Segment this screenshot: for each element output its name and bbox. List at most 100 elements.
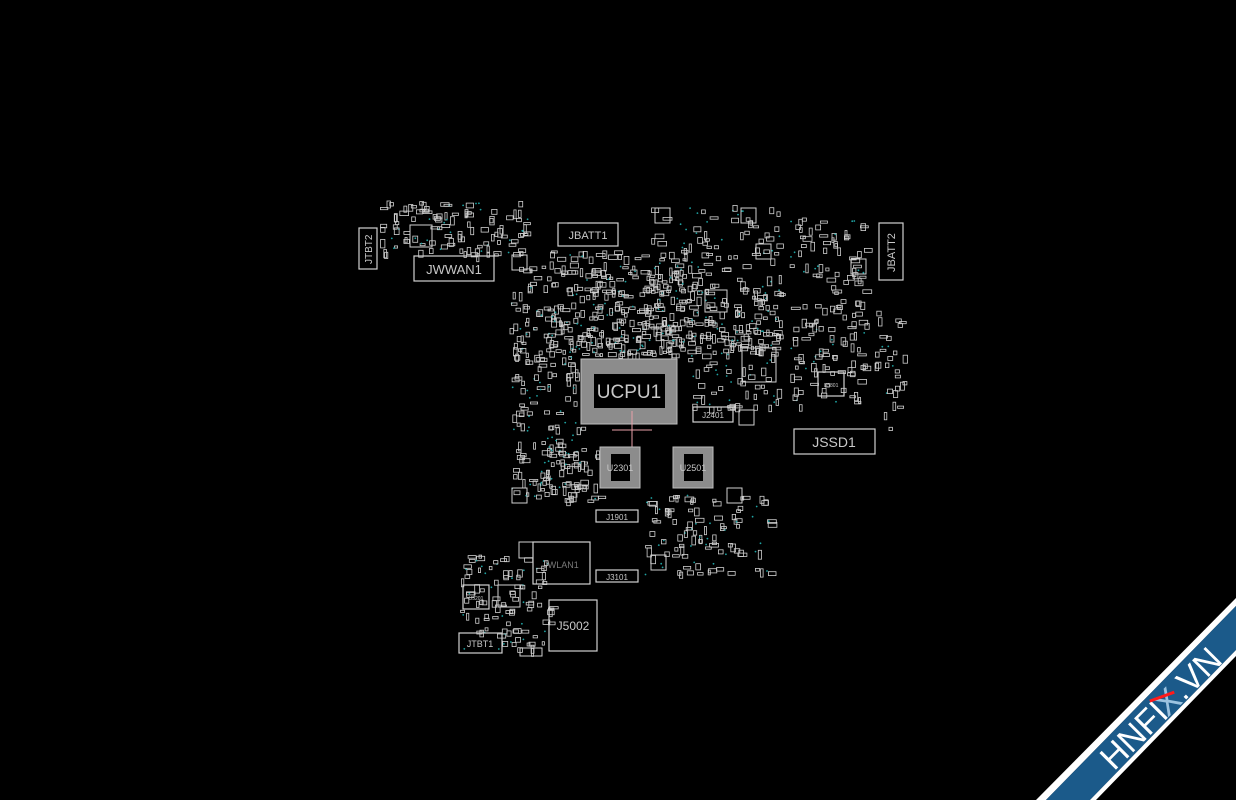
- smd-pad[interactable]: [526, 607, 533, 612]
- smd-pad[interactable]: [464, 210, 468, 219]
- smd-pad[interactable]: [513, 347, 518, 357]
- smd-pad[interactable]: [859, 275, 867, 279]
- smd-pad[interactable]: [763, 499, 769, 506]
- smd-pad[interactable]: [522, 479, 526, 489]
- smd-pad[interactable]: [849, 256, 857, 261]
- smd-pad[interactable]: [602, 250, 608, 259]
- smd-pad[interactable]: [537, 309, 544, 318]
- smd-pad[interactable]: [587, 469, 593, 476]
- smd-pad[interactable]: [569, 262, 579, 269]
- smd-pad[interactable]: [590, 288, 598, 294]
- smd-pad[interactable]: [465, 591, 476, 596]
- smd-pad[interactable]: [655, 331, 662, 342]
- smd-pad[interactable]: [465, 202, 474, 209]
- smd-pad[interactable]: [567, 327, 573, 333]
- smd-pad[interactable]: [670, 296, 675, 305]
- smd-pad[interactable]: [467, 221, 471, 228]
- smd-pad[interactable]: [728, 255, 732, 260]
- smd-pad[interactable]: [765, 377, 772, 382]
- smd-pad[interactable]: [568, 454, 577, 458]
- smd-pad[interactable]: [858, 319, 869, 326]
- smd-pad[interactable]: [587, 327, 595, 331]
- smd-pad[interactable]: [789, 264, 795, 269]
- smd-pad[interactable]: [879, 334, 888, 339]
- smd-pad[interactable]: [764, 232, 770, 239]
- smd-pad[interactable]: [519, 266, 524, 272]
- smd-pad[interactable]: [864, 247, 873, 253]
- smd-pad[interactable]: [659, 258, 665, 262]
- smd-pad[interactable]: [758, 306, 765, 311]
- smd-pad[interactable]: [590, 336, 596, 346]
- smd-pad[interactable]: [705, 272, 713, 276]
- smd-pad[interactable]: [857, 353, 867, 357]
- smd-pad[interactable]: [805, 263, 809, 274]
- smd-pad[interactable]: [552, 373, 558, 378]
- smd-pad[interactable]: [651, 237, 656, 245]
- smd-pad[interactable]: [814, 319, 819, 324]
- smd-pad[interactable]: [540, 357, 548, 363]
- smd-pad[interactable]: [888, 426, 893, 431]
- smd-pad[interactable]: [494, 253, 499, 257]
- smd-pad[interactable]: [776, 211, 781, 217]
- smd-pad[interactable]: [544, 560, 549, 566]
- smd-pad[interactable]: [520, 584, 526, 590]
- component-outline[interactable]: [518, 541, 534, 559]
- smd-pad[interactable]: [464, 597, 470, 604]
- smd-pad[interactable]: [502, 641, 509, 647]
- smd-pad[interactable]: [684, 253, 688, 262]
- smd-pad[interactable]: [403, 238, 410, 244]
- smd-pad[interactable]: [580, 309, 585, 318]
- smd-pad[interactable]: [500, 602, 507, 607]
- smd-pad[interactable]: [609, 307, 613, 316]
- smd-pad[interactable]: [419, 201, 425, 206]
- smd-pad[interactable]: [632, 265, 636, 271]
- smd-pad[interactable]: [563, 321, 571, 325]
- smd-pad[interactable]: [538, 585, 543, 589]
- component-u5801[interactable]: U5801: [817, 371, 845, 397]
- smd-pad[interactable]: [412, 235, 419, 243]
- smd-pad[interactable]: [742, 287, 748, 295]
- smd-pad[interactable]: [757, 294, 767, 301]
- smd-pad[interactable]: [712, 501, 722, 507]
- smd-pad[interactable]: [776, 334, 781, 342]
- smd-pad[interactable]: [654, 285, 659, 294]
- smd-pad[interactable]: [778, 274, 782, 285]
- smd-pad[interactable]: [424, 205, 430, 213]
- smd-pad[interactable]: [650, 350, 656, 354]
- smd-pad[interactable]: [808, 227, 813, 236]
- smd-pad[interactable]: [899, 320, 907, 325]
- component-outline[interactable]: [511, 254, 528, 271]
- smd-pad[interactable]: [506, 215, 514, 221]
- smd-pad[interactable]: [541, 641, 545, 646]
- smd-pad[interactable]: [585, 273, 593, 279]
- smd-pad[interactable]: [592, 268, 602, 273]
- smd-pad[interactable]: [708, 568, 718, 574]
- smd-pad[interactable]: [581, 426, 587, 431]
- smd-pad[interactable]: [618, 353, 623, 359]
- smd-pad[interactable]: [770, 258, 776, 266]
- smd-pad[interactable]: [828, 326, 836, 333]
- smd-pad[interactable]: [562, 308, 571, 313]
- smd-pad[interactable]: [518, 209, 522, 218]
- smd-pad[interactable]: [692, 530, 698, 536]
- smd-pad[interactable]: [831, 285, 837, 291]
- smd-pad[interactable]: [769, 207, 775, 215]
- smd-pad[interactable]: [642, 287, 653, 293]
- smd-pad[interactable]: [688, 265, 693, 274]
- smd-pad[interactable]: [730, 543, 736, 553]
- smd-pad[interactable]: [748, 338, 753, 346]
- smd-pad[interactable]: [707, 344, 712, 349]
- smd-pad[interactable]: [876, 310, 882, 317]
- smd-pad[interactable]: [616, 278, 624, 282]
- smd-pad[interactable]: [513, 323, 519, 332]
- smd-pad[interactable]: [563, 454, 571, 459]
- smd-pad[interactable]: [767, 522, 778, 528]
- smd-pad[interactable]: [749, 323, 757, 329]
- smd-pad[interactable]: [842, 340, 848, 347]
- smd-pad[interactable]: [691, 336, 696, 342]
- smd-pad[interactable]: [702, 353, 712, 360]
- smd-pad[interactable]: [580, 479, 589, 486]
- smd-pad[interactable]: [492, 596, 501, 602]
- smd-pad[interactable]: [562, 349, 566, 355]
- smd-pad[interactable]: [854, 391, 859, 402]
